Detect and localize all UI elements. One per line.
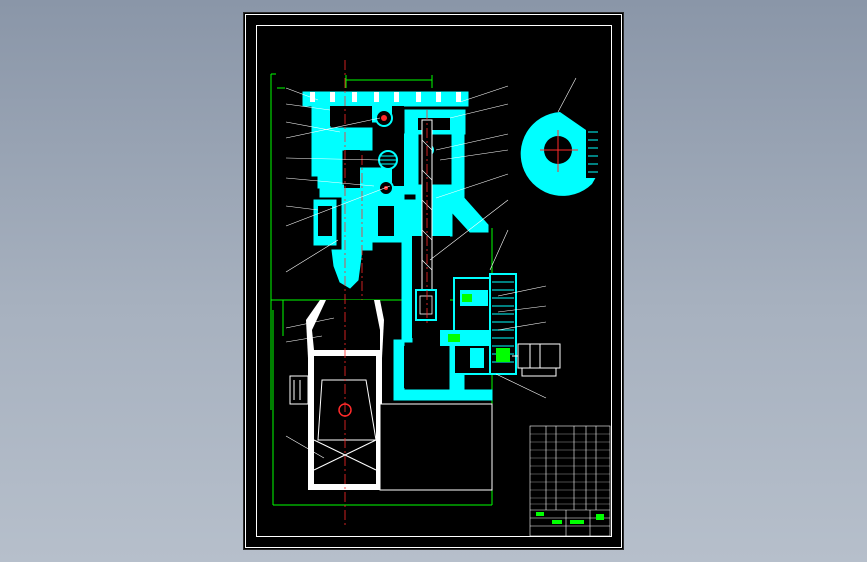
assembly-drawing [245, 14, 622, 548]
cam-detail [520, 112, 600, 196]
leader-lines [285, 77, 577, 459]
outer-border [245, 14, 622, 548]
gearbox [440, 273, 517, 375]
inner-border [256, 25, 612, 537]
title-block [529, 425, 611, 537]
top-bolts [310, 92, 461, 102]
title-block-marks [536, 512, 604, 524]
drawing-sheet [243, 12, 624, 550]
center-lines [344, 60, 428, 525]
title-block-rows [530, 433, 610, 505]
motor [512, 343, 561, 377]
